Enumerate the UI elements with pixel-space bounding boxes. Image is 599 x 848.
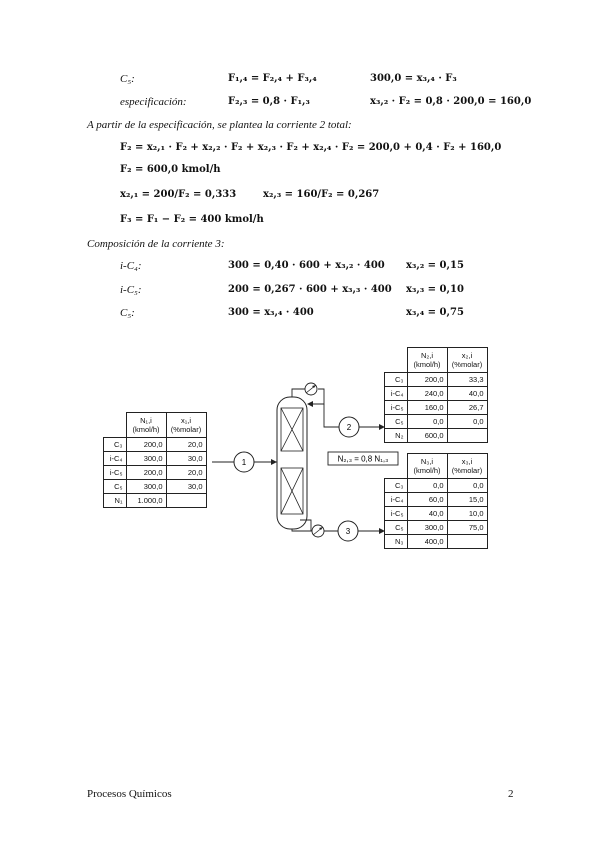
eq3-label-ic5: i-C₅: xyxy=(120,284,142,296)
table1-header-x: x₁,i (%molar) xyxy=(165,412,207,438)
table3-header-n: N₃,i (kmol/h) xyxy=(406,453,448,479)
spec-box-text: N₂,₃ = 0,8 N₁,₃ xyxy=(338,455,389,464)
table2-header-n: N₂,i (kmol/h) xyxy=(406,347,448,373)
eq-label-c5: C₅: xyxy=(120,73,135,85)
page-number: 2 xyxy=(508,788,514,800)
eq3-ic4: 300 = 0,40 · 600 + x₃,₂ · 400 xyxy=(228,260,385,271)
table1-header-n: N₁,i (kmol/h) xyxy=(125,412,167,438)
column-packing-top xyxy=(280,407,304,452)
eq-spec: F₂,₃ = 0,8 · F₁,₃ xyxy=(228,96,310,107)
eq3-label-ic4: i-C₄: xyxy=(120,260,142,272)
eq3-c5: 300 = x₃,₄ · 400 xyxy=(228,307,314,318)
eq-x23: x₂,₃ = 160/F₂ = 0,267 xyxy=(263,189,380,200)
eq-c5-result: 300,0 = x₃,₄ · F₃ xyxy=(370,73,457,84)
eq-label-spec: especificación: xyxy=(120,96,187,108)
eq-f2-sum: F₂ = x₂,₁ · F₂ + x₂,₂ · F₂ + x₂,₃ · F₂ +… xyxy=(120,142,502,153)
intro-stream-3: Composición de la corriente 3: xyxy=(87,238,225,250)
footer-title: Procesos Químicos xyxy=(87,788,172,800)
eq3-ic5-result: x₃,₃ = 0,10 xyxy=(406,284,464,295)
eq3-ic5: 200 = 0,267 · 600 + x₃,₃ · 400 xyxy=(228,284,392,295)
stream-3-label: 3 xyxy=(346,527,351,536)
eq-spec-result: x₃,₂ · F₂ = 0,8 · 200,0 = 160,0 xyxy=(370,96,532,107)
intro-stream-2: A partir de la especificación, se plante… xyxy=(87,119,352,131)
stream-3-marker xyxy=(337,520,359,542)
eq-x21: x₂,₁ = 200/F₂ = 0,333 xyxy=(120,189,237,200)
distillation-column xyxy=(276,396,308,530)
table3-header-x: x₃,i (%molar) xyxy=(446,453,488,479)
stream-2-marker xyxy=(338,416,360,438)
column-packing-bottom xyxy=(280,467,304,515)
eq3-c5-result: x₃,₄ = 0,75 xyxy=(406,307,464,318)
eq3-label-c5: C₅: xyxy=(120,307,135,319)
eq-f2-value: F₂ = 600,0 kmol/h xyxy=(120,164,221,175)
stream-1-label: 1 xyxy=(242,458,247,467)
stream-2-label: 2 xyxy=(347,423,352,432)
table2-header-x: x₂,i (%molar) xyxy=(446,347,488,373)
eq3-ic4-result: x₃,₂ = 0,15 xyxy=(406,260,464,271)
distillate-line xyxy=(323,404,339,428)
stream-1-marker xyxy=(233,451,255,473)
eq-f3: F₃ = F₁ − F₂ = 400 kmol/h xyxy=(120,214,264,225)
eq-c5-balance: F₁,₄ = F₂,₄ + F₃,₄ xyxy=(228,73,317,84)
